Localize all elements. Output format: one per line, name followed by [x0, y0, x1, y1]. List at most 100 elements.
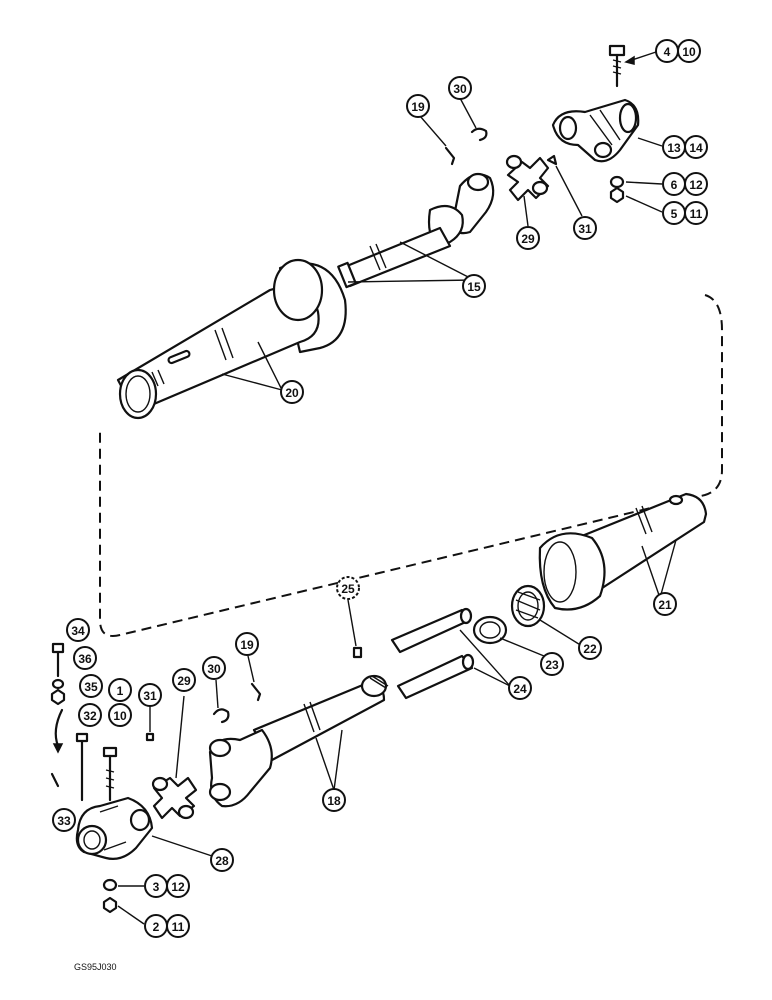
leader-lines: [117, 51, 677, 925]
svg-text:14: 14: [689, 141, 703, 155]
svg-text:30: 30: [453, 82, 467, 96]
svg-text:29: 29: [521, 232, 535, 246]
svg-text:18: 18: [327, 794, 341, 808]
svg-text:28: 28: [215, 854, 229, 868]
upper-bolt: [608, 44, 626, 88]
callout-10-lower: 10: [108, 703, 132, 727]
svg-text:31: 31: [143, 689, 157, 703]
svg-text:30: 30: [207, 662, 221, 676]
lower-left-long-bolt-32: [75, 732, 89, 802]
callout-3: 3: [144, 874, 168, 898]
svg-text:11: 11: [172, 920, 185, 934]
callout-31-upper: 31: [573, 216, 597, 240]
upper-snap-ring: [470, 127, 488, 142]
callout-12-lower: 12: [166, 874, 190, 898]
svg-text:2: 2: [153, 920, 160, 934]
svg-text:31: 31: [578, 222, 592, 236]
callout-4: 4: [655, 39, 679, 63]
upper-tube-yoke: [551, 98, 640, 163]
upper-lock-washer: [609, 175, 625, 189]
svg-text:25: 25: [341, 582, 355, 596]
svg-text:1: 1: [117, 684, 124, 698]
lower-snap-ring: [212, 708, 230, 724]
lower-left-nut: [102, 896, 118, 914]
upper-outer-tube: [116, 258, 347, 420]
svg-text:11: 11: [690, 207, 703, 221]
svg-text:20: 20: [285, 386, 299, 400]
callout-12: 12: [684, 172, 708, 196]
lower-left-clip-arrow: [52, 708, 64, 754]
upper-grease-fitting: [546, 154, 558, 166]
svg-text:36: 36: [78, 652, 92, 666]
callout-1: 1: [108, 678, 132, 702]
svg-text:33: 33: [57, 814, 71, 828]
svg-text:12: 12: [689, 178, 703, 192]
callout-32: 32: [78, 703, 102, 727]
callout-2: 2: [144, 914, 168, 938]
callout-11-lower: 11: [166, 914, 190, 938]
lower-left-nut-35: [50, 688, 66, 706]
callout-29-lower: 29: [172, 668, 196, 692]
lower-left-bolt-34: [51, 642, 65, 678]
callout-5: 5: [662, 201, 686, 225]
callout-10: 10: [677, 39, 701, 63]
callout-33: 33: [52, 808, 76, 832]
callout-29-upper: 29: [516, 226, 540, 250]
callout-24: 24: [508, 676, 532, 700]
svg-text:23: 23: [545, 658, 559, 672]
lower-grease-fitting: [352, 646, 363, 659]
svg-text:15: 15: [467, 280, 481, 294]
svg-text:10: 10: [682, 45, 696, 59]
callout-19-upper: 19: [406, 94, 430, 118]
svg-text:21: 21: [658, 598, 672, 612]
callout-19-lower: 19: [235, 632, 259, 656]
callout-14: 14: [684, 135, 708, 159]
callout-20: 20: [280, 380, 304, 404]
callout-22: 22: [578, 636, 602, 660]
svg-text:10: 10: [113, 709, 127, 723]
svg-text:12: 12: [171, 880, 185, 894]
callout-6: 6: [662, 172, 686, 196]
callout-30-upper: 30: [448, 76, 472, 100]
svg-text:3: 3: [153, 880, 160, 894]
callout-18: 18: [322, 788, 346, 812]
svg-text:29: 29: [177, 674, 191, 688]
svg-text:32: 32: [83, 709, 97, 723]
svg-text:13: 13: [667, 141, 681, 155]
lower-left-lock-washer: [102, 878, 118, 892]
callout-34: 34: [66, 618, 90, 642]
lower-sliding-sleeves: [390, 607, 475, 700]
lower-left-spring-pin-33: [50, 772, 60, 788]
svg-text:4: 4: [664, 45, 671, 59]
svg-text:19: 19: [411, 100, 425, 114]
lower-retainer-ring: [472, 615, 508, 645]
upper-pin: [444, 146, 456, 166]
figure-reference: GS95J030: [74, 962, 117, 972]
callout-31-lower: 31: [138, 683, 162, 707]
lower-grease-fitting-small: [145, 732, 155, 742]
lower-pin: [250, 682, 262, 702]
svg-text:24: 24: [513, 682, 527, 696]
callout-35: 35: [79, 674, 103, 698]
upper-inner-shaft: [337, 172, 495, 289]
svg-text:22: 22: [583, 642, 597, 656]
callout-25: 25: [336, 576, 360, 600]
callout-30-lower: 30: [202, 656, 226, 680]
lower-left-bolt-1: [102, 746, 118, 802]
svg-text:5: 5: [671, 207, 678, 221]
lower-left-washer-36: [51, 678, 65, 690]
callout-15: 15: [462, 274, 486, 298]
svg-text:6: 6: [671, 178, 678, 192]
svg-text:35: 35: [84, 680, 98, 694]
assembly-boundary-dashed-line: [99, 294, 723, 637]
lower-bearing-ring: [510, 584, 546, 628]
lower-outer-shield: [538, 492, 708, 611]
callout-11: 11: [684, 201, 708, 225]
svg-text:34: 34: [71, 624, 85, 638]
callout-36: 36: [73, 646, 97, 670]
svg-text:19: 19: [240, 638, 254, 652]
lower-inner-shaft: [208, 674, 389, 808]
callout-13: 13: [662, 135, 686, 159]
callout-28: 28: [210, 848, 234, 872]
